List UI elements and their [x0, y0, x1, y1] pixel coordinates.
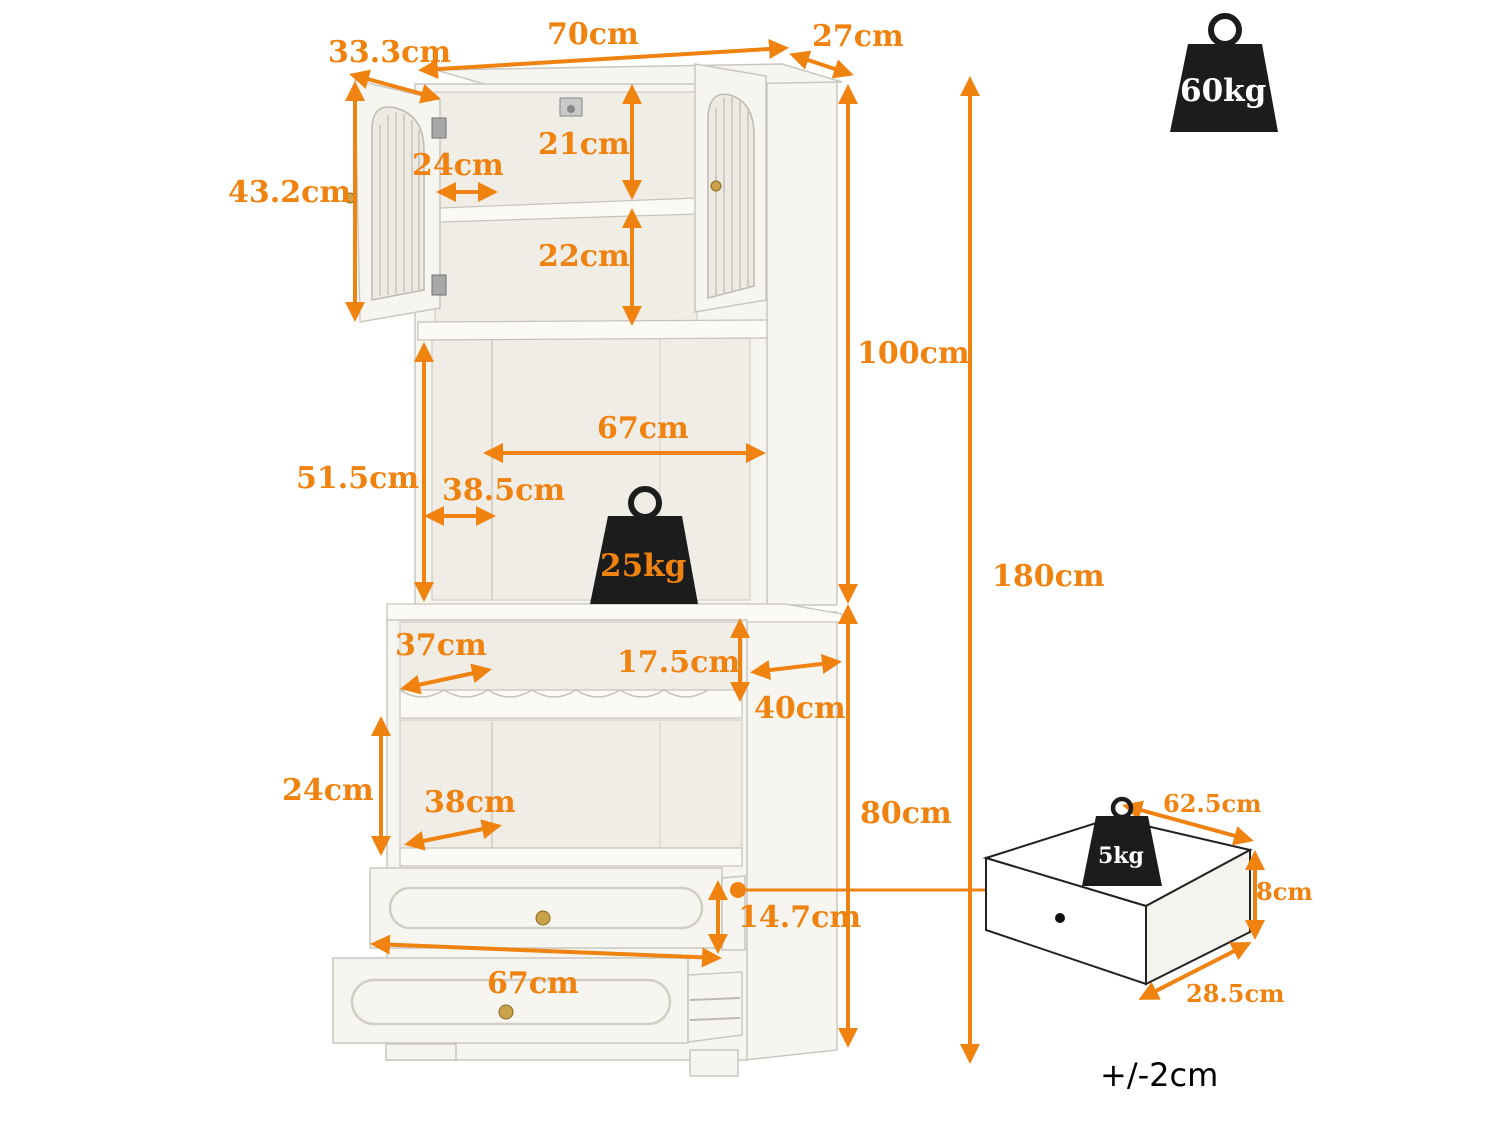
wall-bracket-hole [567, 105, 575, 113]
lower-shelf-height-label: 24cm [282, 773, 374, 808]
depth-top-line [789, 50, 854, 79]
knob-icon [498, 1004, 514, 1020]
door-width-line [349, 69, 441, 104]
cabinet [332, 63, 843, 1077]
lower-drawer-front [332, 957, 689, 1044]
drawer-width-label: 67cm [487, 966, 579, 1001]
drawer-inner-height-label: 8cm [1256, 877, 1313, 906]
drawer-runner [689, 997, 741, 1001]
wine-rack-shelf [399, 689, 743, 719]
knob-icon [1055, 913, 1065, 923]
drawer-front-height-label: 14.7cm [738, 900, 861, 935]
lower-shelf [399, 847, 743, 867]
weight-icon [1082, 796, 1162, 886]
knob-icon [535, 910, 551, 926]
middle-shelf [417, 319, 768, 341]
drawer-inner-width-line [1122, 800, 1254, 846]
upper-depth-label: 24cm [412, 148, 504, 183]
top-width-label: 70cm [547, 17, 639, 52]
labels: 70cm 33.3cm 27cm 43.2cm 21cm 24cm 22cm 1… [228, 17, 1313, 1094]
left-door-fluting [379, 112, 420, 296]
lower-upper-shelf-height-label: 22cm [538, 239, 630, 274]
base-height-label: 80cm [860, 796, 952, 831]
door-height-label: 43.2cm [228, 175, 351, 210]
open-shelf-height-label: 51.5cm [296, 461, 419, 496]
dimension-lines [345, 38, 990, 1064]
wine-rack-height-label: 17.5cm [617, 645, 740, 680]
base-side-panel [744, 611, 838, 1061]
drawer-weight-label: 5kg [1098, 843, 1144, 869]
tolerance-label: +/-2cm [1100, 1056, 1218, 1094]
open-shelf-width-label: 67cm [597, 411, 689, 446]
upper-drawer-panel [388, 886, 704, 930]
lower-shelf-depth-label: 38cm [424, 785, 516, 820]
lower-shelf-depth-line [404, 819, 502, 851]
drawer-runner [689, 1017, 741, 1021]
drawer-inner-width-label: 62.5cm [1163, 789, 1261, 818]
lower-drawer-panel [350, 978, 672, 1026]
weight-icon [1170, 13, 1278, 132]
knob-icon [710, 180, 722, 192]
top-width-line [418, 38, 789, 80]
lower-drawer-side [687, 971, 743, 1043]
door-width-label: 33.3cm [328, 35, 451, 70]
door-hinge [431, 117, 447, 139]
hutch-side-panel [764, 69, 838, 606]
cabinet-foot [689, 1049, 739, 1077]
upper-drawer-front [369, 867, 723, 949]
total-height-label: 180cm [992, 559, 1105, 594]
wine-rack-depth-line [400, 663, 492, 695]
base-depth-line [750, 653, 842, 681]
drawer-width-line [370, 934, 722, 968]
cabinet-foot [385, 1043, 457, 1061]
drawer-inner-depth-label: 28.5cm [1186, 979, 1284, 1008]
open-compartment [431, 337, 751, 601]
hutch-height-label: 100cm [857, 336, 970, 371]
right-door-fluting [715, 97, 749, 296]
wine-rack-depth-label: 37cm [395, 628, 487, 663]
weight-icon [590, 486, 698, 604]
base-depth-label: 40cm [754, 691, 846, 726]
shelf-weight-label: 25kg [600, 548, 686, 584]
open-shelf-depth-label: 38.5cm [442, 473, 565, 508]
depth-top-label: 27cm [812, 19, 904, 54]
upper-shelf-height-label: 21cm [538, 127, 630, 162]
door-hinge [431, 274, 447, 296]
total-weight-label: 60kg [1180, 73, 1266, 109]
drawer-inner-depth-line [1138, 942, 1252, 1000]
